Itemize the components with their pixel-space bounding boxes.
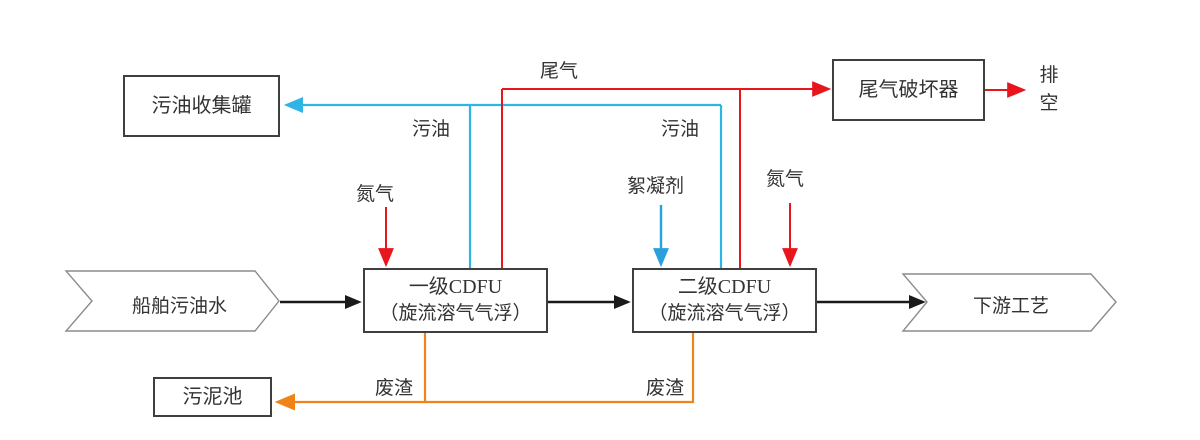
sludge-pool-label: 污泥池 xyxy=(182,385,243,408)
waste-label-right: 废渣 xyxy=(646,378,685,399)
cdfu1-label-line1: 一级CDFU xyxy=(408,276,503,299)
oil-collection-tank-box: 污油收集罐 xyxy=(123,75,280,137)
oil-line-cdfu1-to-tank xyxy=(287,105,721,268)
flocculant-label: 絮凝剂 xyxy=(627,176,685,197)
nitrogen-label-left: 氮气 xyxy=(356,184,395,205)
cdfu2-box: 二级CDFU （旋流溶气气浮） xyxy=(632,268,817,333)
nitrogen-label-right: 氮气 xyxy=(766,169,805,190)
ship-oily-water-label: 船舶污油水 xyxy=(131,296,227,317)
tail-gas-destroyer-label: 尾气破坏器 xyxy=(858,78,959,101)
oil-label-left: 污油 xyxy=(412,119,451,140)
oil-label-right: 污油 xyxy=(661,119,700,140)
waste-to-sludge-pool xyxy=(274,333,695,411)
oil-collection-tank-label: 污油收集罐 xyxy=(151,94,252,117)
downstream-chevron xyxy=(901,273,1117,332)
cdfu1-label-line2: （旋流溶气气浮） xyxy=(379,303,532,325)
tail-gas-destroyer-box: 尾气破坏器 xyxy=(832,59,985,121)
waste-label-left: 废渣 xyxy=(375,378,414,399)
vent-label: 排空 xyxy=(1039,65,1059,114)
downstream-label: 下游工艺 xyxy=(972,296,1049,317)
tail-gas-label: 尾气 xyxy=(540,61,579,82)
ship-oily-water-chevron xyxy=(64,270,280,332)
cdfu2-label-line2: （旋流溶气气浮） xyxy=(648,303,801,325)
cdfu2-label-line1: 二级CDFU xyxy=(677,276,772,299)
cdfu1-box: 一级CDFU （旋流溶气气浮） xyxy=(363,268,548,333)
sludge-pool-box: 污泥池 xyxy=(153,377,272,417)
